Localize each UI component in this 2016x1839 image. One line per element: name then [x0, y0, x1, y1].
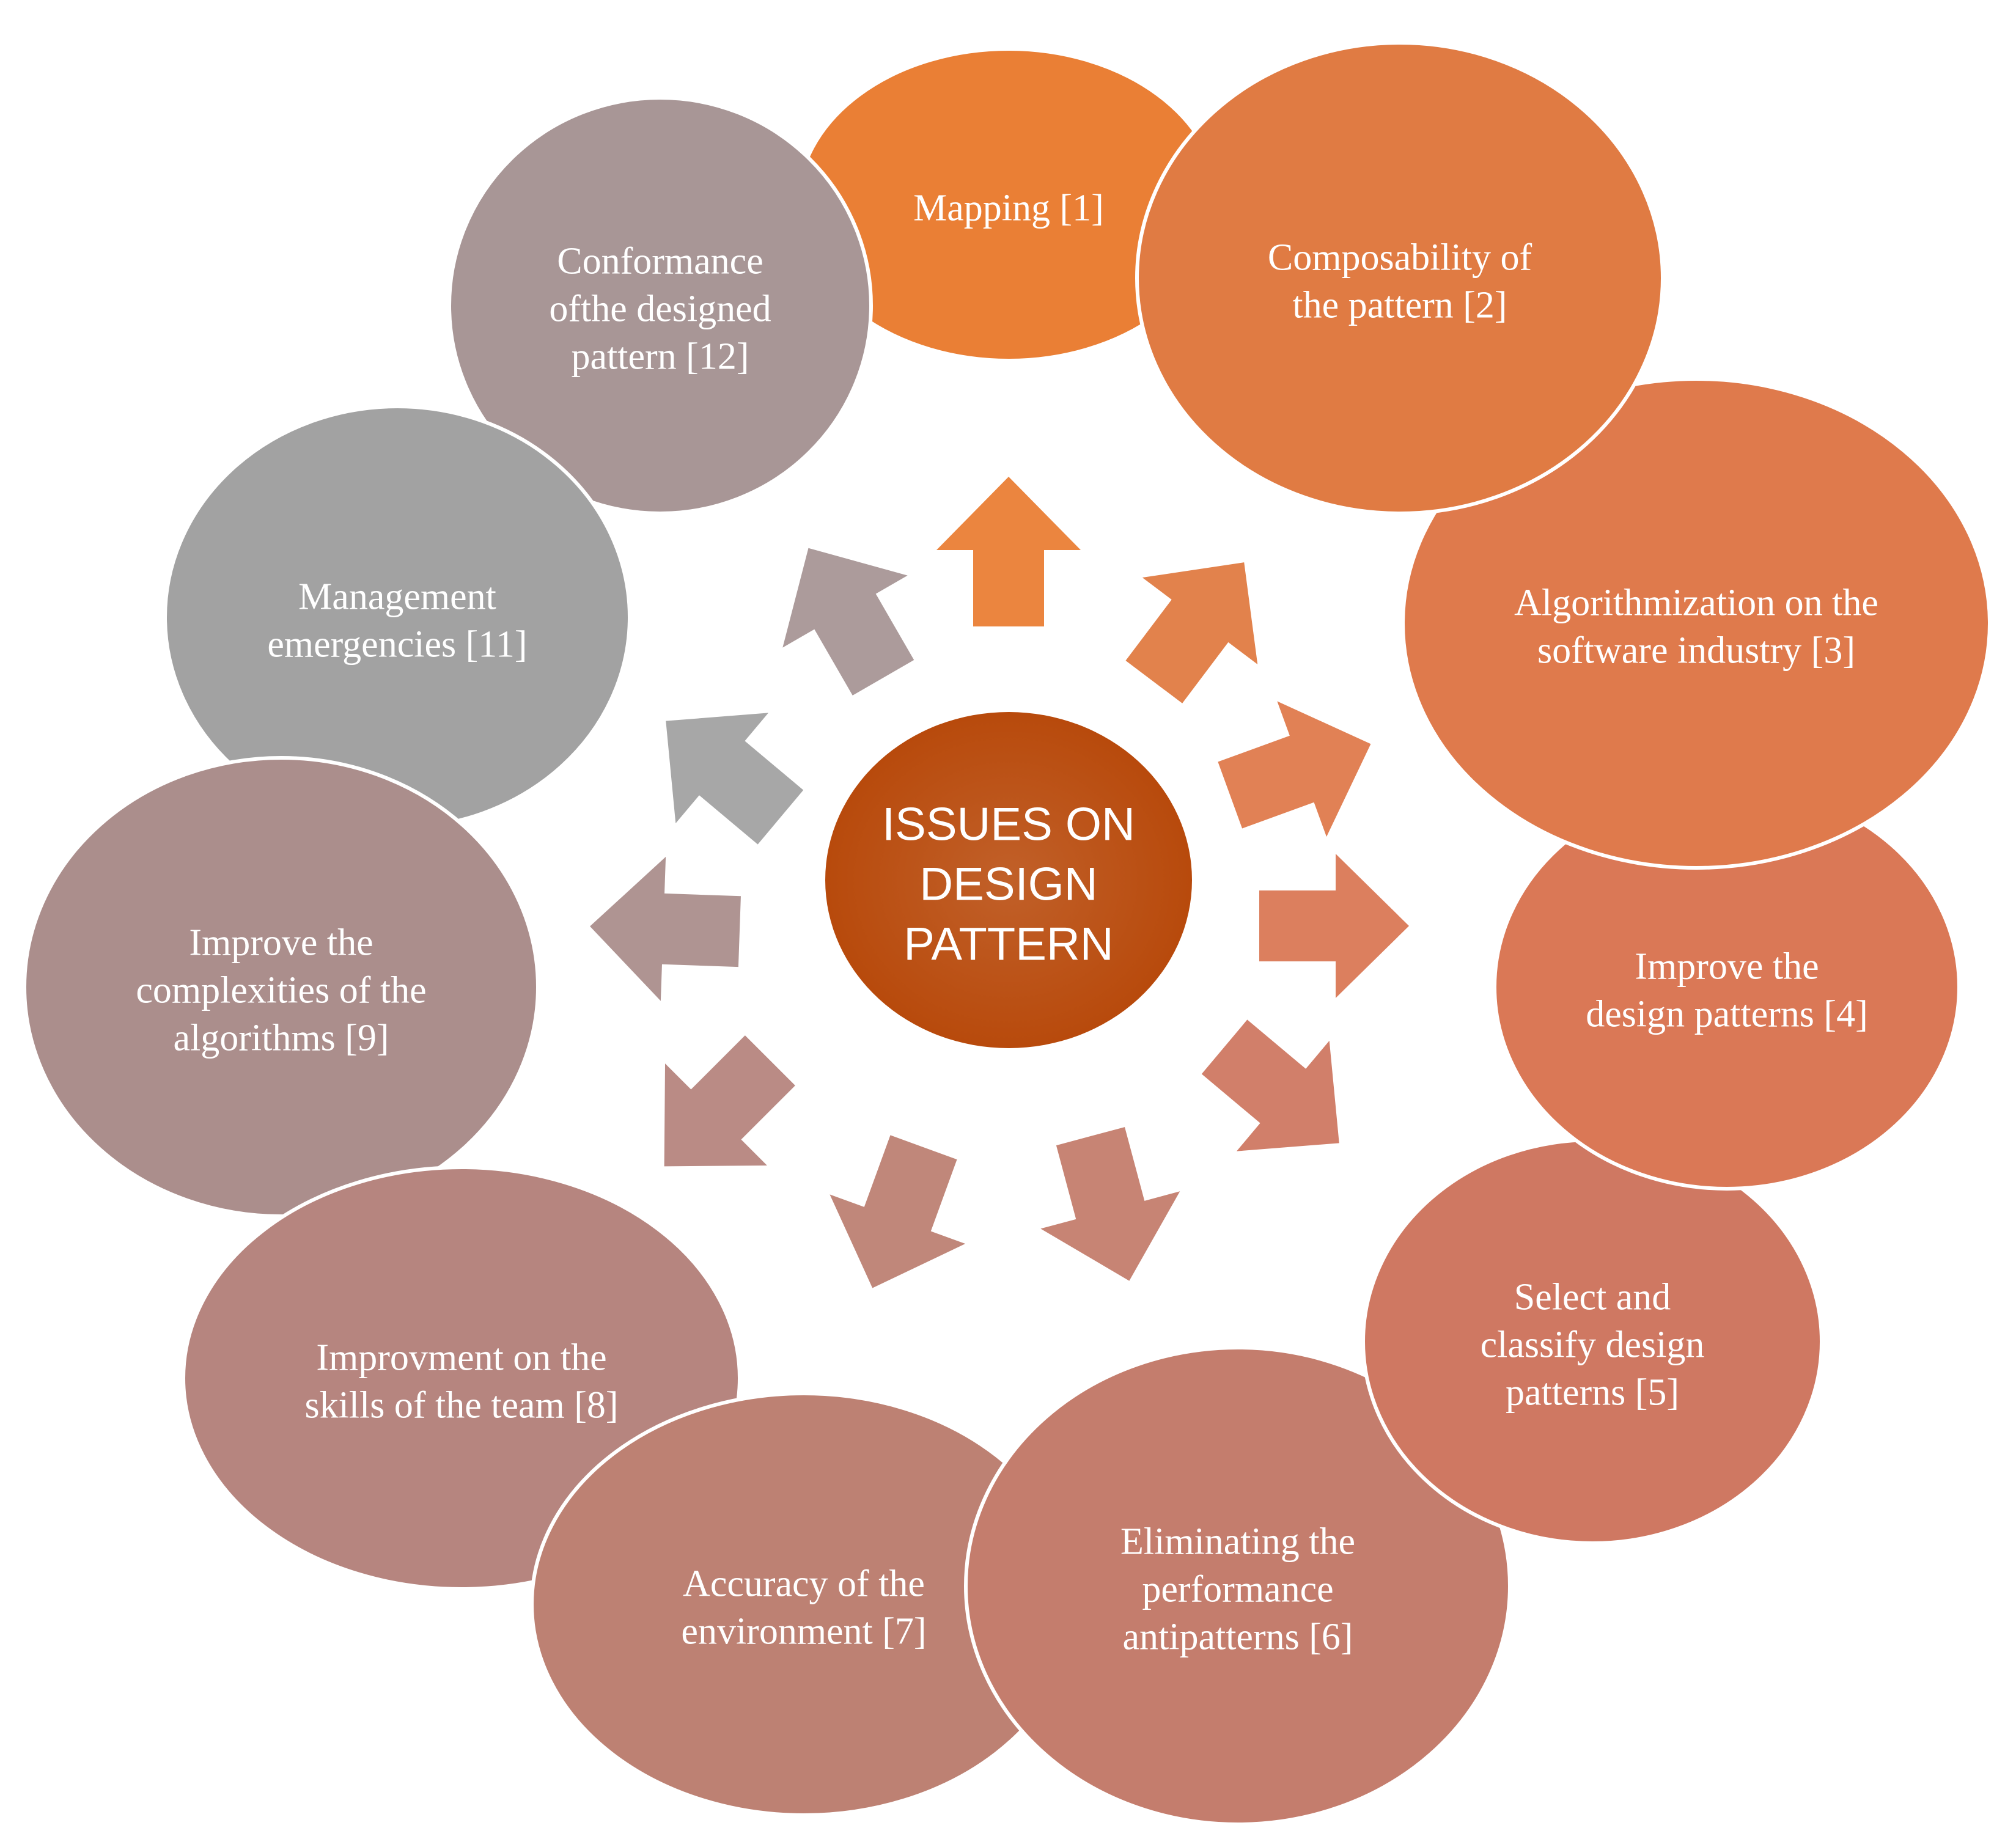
- arrow-to-node-4: [1259, 854, 1409, 998]
- node-12-ellipse: [447, 96, 873, 515]
- center-label-line-3: PATTERN: [903, 918, 1113, 970]
- node-4-label-line-1: Improve the: [1635, 946, 1819, 988]
- node-3: Algorithmization on the software industry…: [1401, 377, 1992, 870]
- node-11-label-line-2: emergencies [11]: [267, 624, 527, 666]
- node-3-ellipse: [1401, 377, 1992, 870]
- node-6-ellipse: [964, 1346, 1512, 1826]
- center-label-line-1: ISSUES ON: [882, 798, 1135, 850]
- node-1-label-line-1: Mapping [1]: [913, 188, 1104, 229]
- arrow-to-node-8: [664, 1035, 795, 1167]
- arrows-layer: [590, 477, 1409, 1288]
- node-2-label-line-1: Composability of: [1268, 237, 1532, 279]
- node-7-label-line-1: Accuracy of the: [683, 1563, 925, 1605]
- node-2-ellipse: [1135, 41, 1665, 515]
- node-4-label-line-2: design patterns [4]: [1586, 994, 1867, 1035]
- node-6-label-line-1: Eliminating the: [1120, 1521, 1355, 1563]
- node-12-label-line-3: pattern [12]: [572, 336, 749, 378]
- center-layer: ISSUES ON DESIGN PATTERN: [825, 712, 1192, 1048]
- node-8-label-line-1: Improvment on the: [316, 1337, 606, 1379]
- node-5-label-line-3: patterns [5]: [1506, 1372, 1679, 1414]
- arrow-to-node-9: [590, 856, 741, 1001]
- node-8-label-line-2: skills of the team [8]: [304, 1385, 618, 1426]
- node-3-label-line-2: software industry [3]: [1537, 630, 1855, 672]
- arrow-to-node-5: [1201, 1019, 1339, 1151]
- node-9-label-line-3: algorithms [9]: [174, 1018, 389, 1059]
- bubbles-layer: Mapping [1] Conformance ofthe designed patt…: [23, 41, 1992, 1826]
- arrow-to-node-1: [936, 477, 1081, 626]
- node-12-label-line-1: Conformance: [557, 241, 763, 282]
- node-9-label-line-2: complexities of the: [136, 970, 426, 1011]
- arrow-to-node-7: [830, 1135, 966, 1288]
- node-5-label-line-2: classify design: [1481, 1324, 1705, 1366]
- node-6: Eliminating the performance antipatterns […: [964, 1346, 1512, 1826]
- node-6-label-line-2: performance: [1142, 1569, 1333, 1610]
- node-3-label-line-1: Algorithmization on the: [1514, 582, 1878, 624]
- node-7: Accuracy of the environment [7]: [530, 1392, 1078, 1817]
- node-11-label-line-1: Management: [298, 576, 496, 618]
- center-ellipse: [825, 712, 1192, 1048]
- arrow-to-node-2: [1125, 562, 1258, 703]
- arrow-to-node-3: [1218, 701, 1371, 837]
- node-9-label-line-1: Improve the: [189, 922, 373, 964]
- arrow-to-node-6: [1040, 1127, 1180, 1281]
- node-2: Composability of the pattern [2]: [1135, 41, 1665, 515]
- node-12: Conformance ofthe designed pattern [12]: [447, 96, 873, 515]
- node-6-label-line-3: antipatterns [6]: [1122, 1617, 1353, 1658]
- node-7-label-line-2: environment [7]: [681, 1611, 926, 1653]
- arrow-to-node-11: [666, 713, 804, 845]
- node-2-label-line-2: the pattern [2]: [1292, 285, 1507, 326]
- node-12-label-line-2: ofthe designed: [549, 288, 771, 330]
- node-9: Improve the complexities of the algorithms…: [23, 756, 540, 1218]
- node-5-label-line-1: Select and: [1514, 1277, 1671, 1318]
- node-5: Select and classify design patterns [5]: [1361, 1138, 1823, 1545]
- center-label-line-2: DESIGN: [919, 858, 1097, 910]
- arrow-to-node-12: [782, 548, 914, 696]
